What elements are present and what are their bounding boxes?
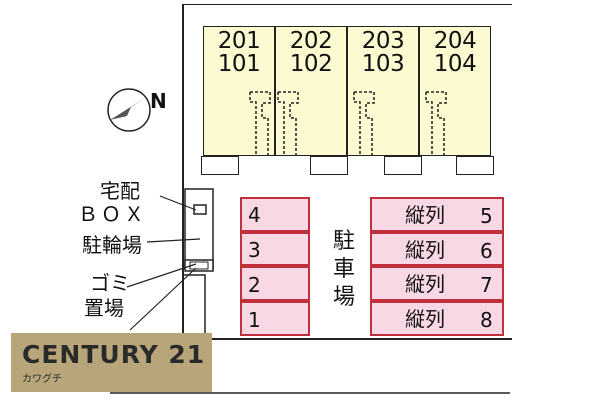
site-edge xyxy=(182,274,206,340)
unit-balcony xyxy=(384,156,422,175)
stair-outline xyxy=(277,91,299,155)
parking-number: 6 xyxy=(480,239,493,263)
brand-subtitle: カワグチ xyxy=(22,374,62,385)
parking-number: 5 xyxy=(480,204,493,228)
parking-number: 1 xyxy=(248,308,261,332)
parking-space-4: 4 xyxy=(240,197,310,232)
parking-type: 縦列 xyxy=(405,203,445,227)
unit-balcony xyxy=(201,156,239,175)
north-label: N xyxy=(150,89,167,113)
parking-space-7: 縦列 7 xyxy=(370,266,504,301)
leader-line xyxy=(126,263,197,288)
parking-type: 縦列 xyxy=(405,238,445,262)
stair-outline xyxy=(249,91,271,155)
delivery-box-label-line2: ＢＯＸ xyxy=(78,202,147,226)
parking-space-1: 1 xyxy=(240,301,310,336)
parking-space-2: 2 xyxy=(240,266,310,301)
unit-204-104 xyxy=(419,26,491,156)
delivery-box-label: 宅配 xyxy=(100,179,140,203)
parking-number: 4 xyxy=(248,203,261,227)
north-arrow-icon xyxy=(107,88,151,132)
unit-201-101 xyxy=(203,26,275,156)
unit-202-102 xyxy=(275,26,347,156)
parking-space-3: 3 xyxy=(240,232,310,266)
stair-outline xyxy=(353,91,375,155)
bicycle-parking-label: 駐輪場 xyxy=(82,233,142,257)
parking-type: 縦列 xyxy=(405,272,445,296)
parking-number: 3 xyxy=(248,238,261,262)
leader-line xyxy=(159,195,197,211)
parking-space-5: 縦列 5 xyxy=(370,197,504,232)
unit-balcony xyxy=(456,156,494,175)
century21-logo: CENTURY 21 カワグチ xyxy=(11,333,212,392)
parking-number: 8 xyxy=(480,308,493,332)
brand-name: CENTURY 21 xyxy=(22,340,206,369)
parking-space-6: 縦列 6 xyxy=(370,232,504,266)
leader-line xyxy=(129,267,197,331)
parking-number: 7 xyxy=(480,273,493,297)
unit-balcony xyxy=(310,156,348,175)
parking-space-8: 縦列 8 xyxy=(370,301,504,336)
stair-outline xyxy=(425,91,447,155)
parking-type: 縦列 xyxy=(405,307,445,331)
unit-203-103 xyxy=(347,26,419,156)
garbage-label-line2: 置場 xyxy=(84,296,124,320)
leader-line xyxy=(146,238,201,243)
parking-lot-label: 駐 車 場 xyxy=(333,229,356,310)
bicycle-parking-area xyxy=(184,188,214,270)
garbage-label-line1: ゴミ xyxy=(90,271,130,295)
parking-number: 2 xyxy=(248,273,261,297)
